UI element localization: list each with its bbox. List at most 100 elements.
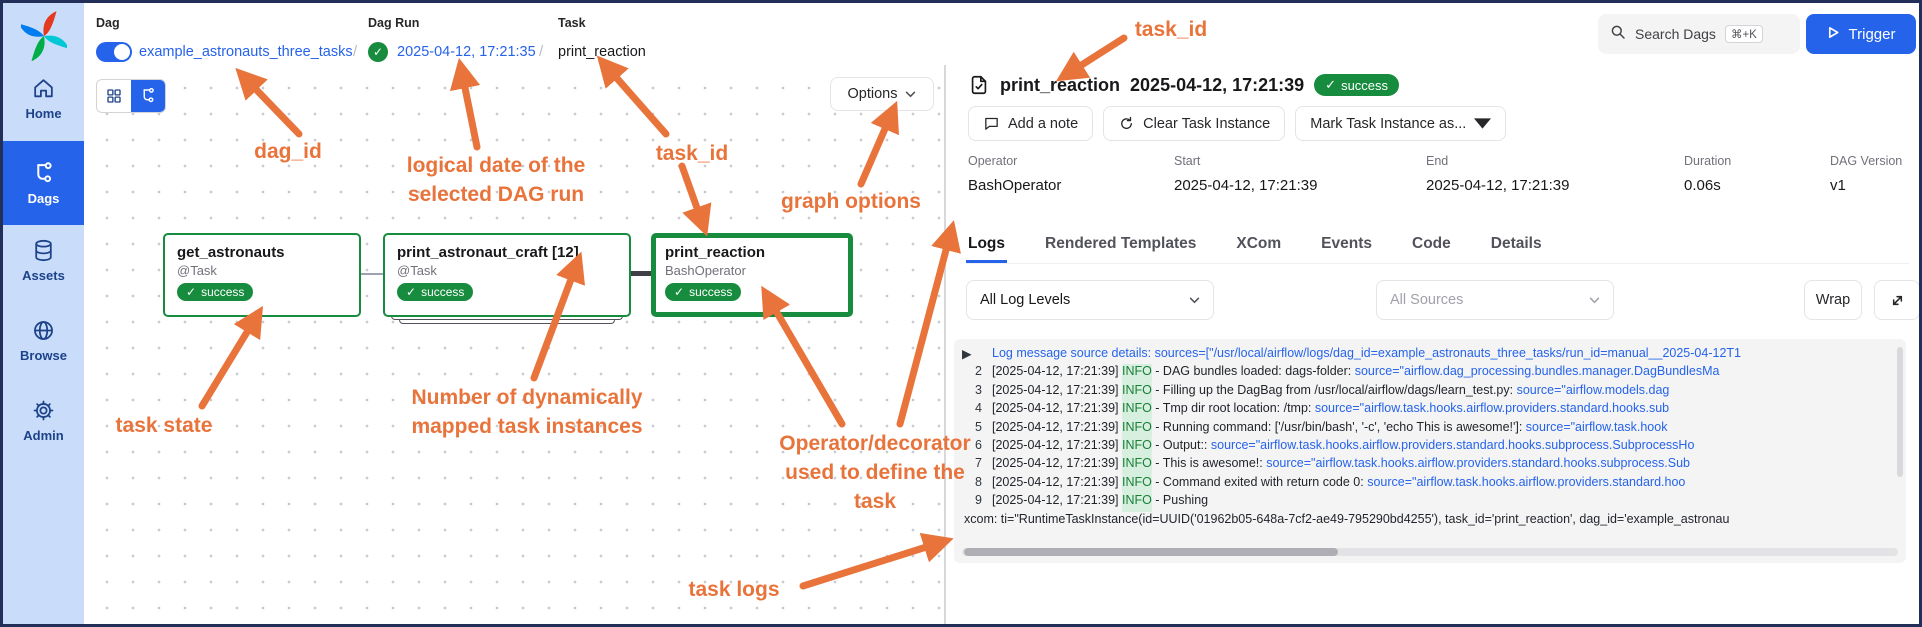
grid-view-button[interactable] — [97, 80, 131, 112]
log-source-link[interactable]: Log message source details: sources=["/u… — [992, 346, 1741, 360]
play-icon — [1827, 26, 1840, 43]
tab-events[interactable]: Events — [1321, 235, 1372, 252]
trigger-label: Trigger — [1848, 25, 1896, 43]
mark-task-instance-as-button[interactable]: Mark Task Instance as... — [1295, 106, 1507, 141]
log-text: xcom: ti="RuntimeTaskInstance(id=UUID('0… — [964, 511, 1730, 526]
log-line: 9[2025-04-12, 17:21:39] INFO - Pushing — [962, 493, 1906, 512]
trigger-button[interactable]: Trigger — [1806, 14, 1916, 54]
node-operator-label: BashOperator — [665, 263, 746, 278]
breadcrumb-separator: / — [353, 43, 358, 60]
log-line-number: 6 — [975, 437, 982, 452]
log-expand-caret[interactable]: ▶ — [962, 347, 972, 361]
meta-operator: Operator BashOperator — [968, 154, 1061, 194]
log-text: - Command exited with return code 0: — [1151, 474, 1368, 489]
log-text: INFO — [1121, 493, 1152, 512]
meta-value: 2025-04-12, 17:21:39 — [1426, 177, 1570, 194]
tab-rendered-templates[interactable]: Rendered Templates — [1045, 235, 1197, 252]
log-source-link[interactable]: source="airflow.task.hooks.airflow.provi… — [1210, 437, 1695, 452]
tab-details[interactable]: Details — [1490, 235, 1542, 252]
graph-node-get_astronauts[interactable]: get_astronauts @Task ✓success — [163, 233, 361, 317]
task-doc-check-icon — [968, 73, 990, 97]
task-instance-datetime: 2025-04-12, 17:21:39 — [1130, 74, 1305, 95]
clear-task-instance-button[interactable]: Clear Task Instance — [1103, 106, 1286, 141]
node-title: print_astronaut_craft [12] — [397, 244, 579, 261]
graph-view-button[interactable] — [131, 80, 165, 112]
topbar: Dag example_astronauts_three_tasks / Dag… — [84, 3, 1919, 65]
log-text: INFO — [1121, 456, 1152, 475]
log-source-link[interactable]: source="airflow.models.dag — [1516, 382, 1670, 397]
log-source-link[interactable]: source="airflow.task.hook — [1525, 419, 1668, 434]
graph-options-button[interactable]: Options — [830, 77, 934, 111]
meta-value: 2025-04-12, 17:21:39 — [1174, 177, 1318, 194]
breadcrumb-dagrun-label: Dag Run — [368, 16, 420, 30]
dagrun-success-icon: ✓ — [368, 42, 388, 62]
log-text: [2025-04-12, 17:21:39] — [992, 419, 1122, 434]
check-icon: ✓ — [406, 285, 417, 299]
task-log-viewer[interactable]: ▶ Log message source details: sources=["/… — [954, 339, 1906, 563]
home-icon — [31, 76, 56, 101]
log-line-number: 5 — [975, 419, 982, 434]
log-source-link[interactable]: source="airflow.task.hooks.airflow.provi… — [1314, 401, 1670, 416]
tab-logs[interactable]: Logs — [966, 235, 1007, 263]
airflow-logo-icon[interactable] — [18, 9, 70, 62]
log-text: - Running command: ['/usr/bin/bash', '-c… — [1151, 419, 1526, 434]
log-horizontal-scrollbar[interactable] — [962, 548, 1898, 556]
node-state-badge: ✓success — [177, 283, 254, 301]
options-label: Options — [847, 86, 898, 102]
sidebar-item-label: Home — [25, 105, 62, 121]
log-source-link[interactable]: source="airflow.task.hooks.airflow.provi… — [1367, 474, 1686, 489]
node-state-badge: ✓success — [397, 283, 474, 301]
dag-pause-toggle[interactable] — [96, 42, 132, 62]
log-level-select[interactable]: All Log Levels — [966, 280, 1214, 320]
log-text: - This is awesome!: — [1151, 456, 1267, 471]
sidebar-item-admin[interactable]: Admin — [3, 391, 84, 449]
task-detail-tabs: Logs Rendered Templates XCom Events Code Deta… — [966, 235, 1909, 264]
sidebar-item-dags[interactable]: Dags — [3, 141, 84, 225]
refresh-icon — [1121, 116, 1133, 130]
node-operator-label: @Task — [177, 263, 217, 278]
dag-graph-canvas[interactable] — [84, 65, 944, 624]
meta-start: Start 2025-04-12, 17:21:39 — [1174, 154, 1317, 194]
log-vertical-scrollbar[interactable] — [1897, 347, 1903, 477]
task-instance-header: print_reaction 2025-04-12, 17:21:39 ✓ su… — [968, 73, 1400, 97]
mapped-stack-layer — [399, 320, 615, 324]
log-line-number: 7 — [975, 456, 982, 471]
sidebar-item-home[interactable]: Home — [3, 67, 84, 129]
log-text: [2025-04-12, 17:21:39] — [992, 401, 1122, 416]
add-note-label: Add a note — [1008, 115, 1079, 132]
log-line: 7[2025-04-12, 17:21:39] INFO - This is a… — [962, 456, 1906, 475]
node-title: get_astronauts — [177, 244, 285, 261]
log-source-link[interactable]: source="airflow.dag_processing.bundles.m… — [1354, 364, 1720, 379]
log-sources-select[interactable]: All Sources — [1376, 280, 1614, 320]
wrap-button[interactable]: Wrap — [1804, 280, 1862, 320]
sidebar-item-assets[interactable]: Assets — [3, 231, 84, 289]
admin-icon — [31, 398, 56, 423]
scrollbar-thumb[interactable] — [964, 548, 1339, 556]
browse-icon — [31, 318, 56, 343]
breadcrumb-dagrun-date[interactable]: 2025-04-12, 17:21:35 — [397, 44, 536, 60]
log-text: INFO — [1121, 437, 1152, 457]
log-filter-row: All Log Levels All Sources Wrap — [966, 280, 1919, 320]
search-dags-input[interactable]: Search Dags ⌘+K — [1598, 14, 1800, 54]
check-icon: ✓ — [674, 285, 685, 299]
chevron-down-icon — [1189, 297, 1200, 303]
fullscreen-button[interactable] — [1874, 280, 1919, 320]
log-line: 5[2025-04-12, 17:21:39] INFO - Running c… — [962, 419, 1906, 438]
add-note-button[interactable]: Add a note — [968, 106, 1094, 141]
tab-code[interactable]: Code — [1412, 235, 1451, 252]
meta-label: Start — [1174, 154, 1201, 168]
node-state-label: success — [201, 285, 245, 299]
log-line: 3[2025-04-12, 17:21:39] INFO - Filling u… — [962, 382, 1906, 402]
task-actions: Add a note Clear Task Instance Mark Task… — [968, 106, 1507, 141]
status-badge: ✓ success — [1314, 74, 1400, 96]
graph-node-print_astronaut_craft[interactable]: print_astronaut_craft [12]@Task✓success — [383, 233, 631, 317]
log-level-value: All Log Levels — [980, 292, 1071, 308]
sidebar-item-label: Assets — [22, 267, 65, 283]
log-source-link[interactable]: source="airflow.task.hooks.airflow.provi… — [1266, 456, 1690, 471]
breadcrumb-dag-name[interactable]: example_astronauts_three_tasks — [139, 44, 353, 60]
sidebar-item-browse[interactable]: Browse — [3, 311, 84, 369]
tab-xcom[interactable]: XCom — [1236, 235, 1282, 252]
sidebar-item-label: Browse — [20, 347, 67, 363]
log-line: 4[2025-04-12, 17:21:39] INFO - Tmp dir r… — [962, 401, 1906, 420]
